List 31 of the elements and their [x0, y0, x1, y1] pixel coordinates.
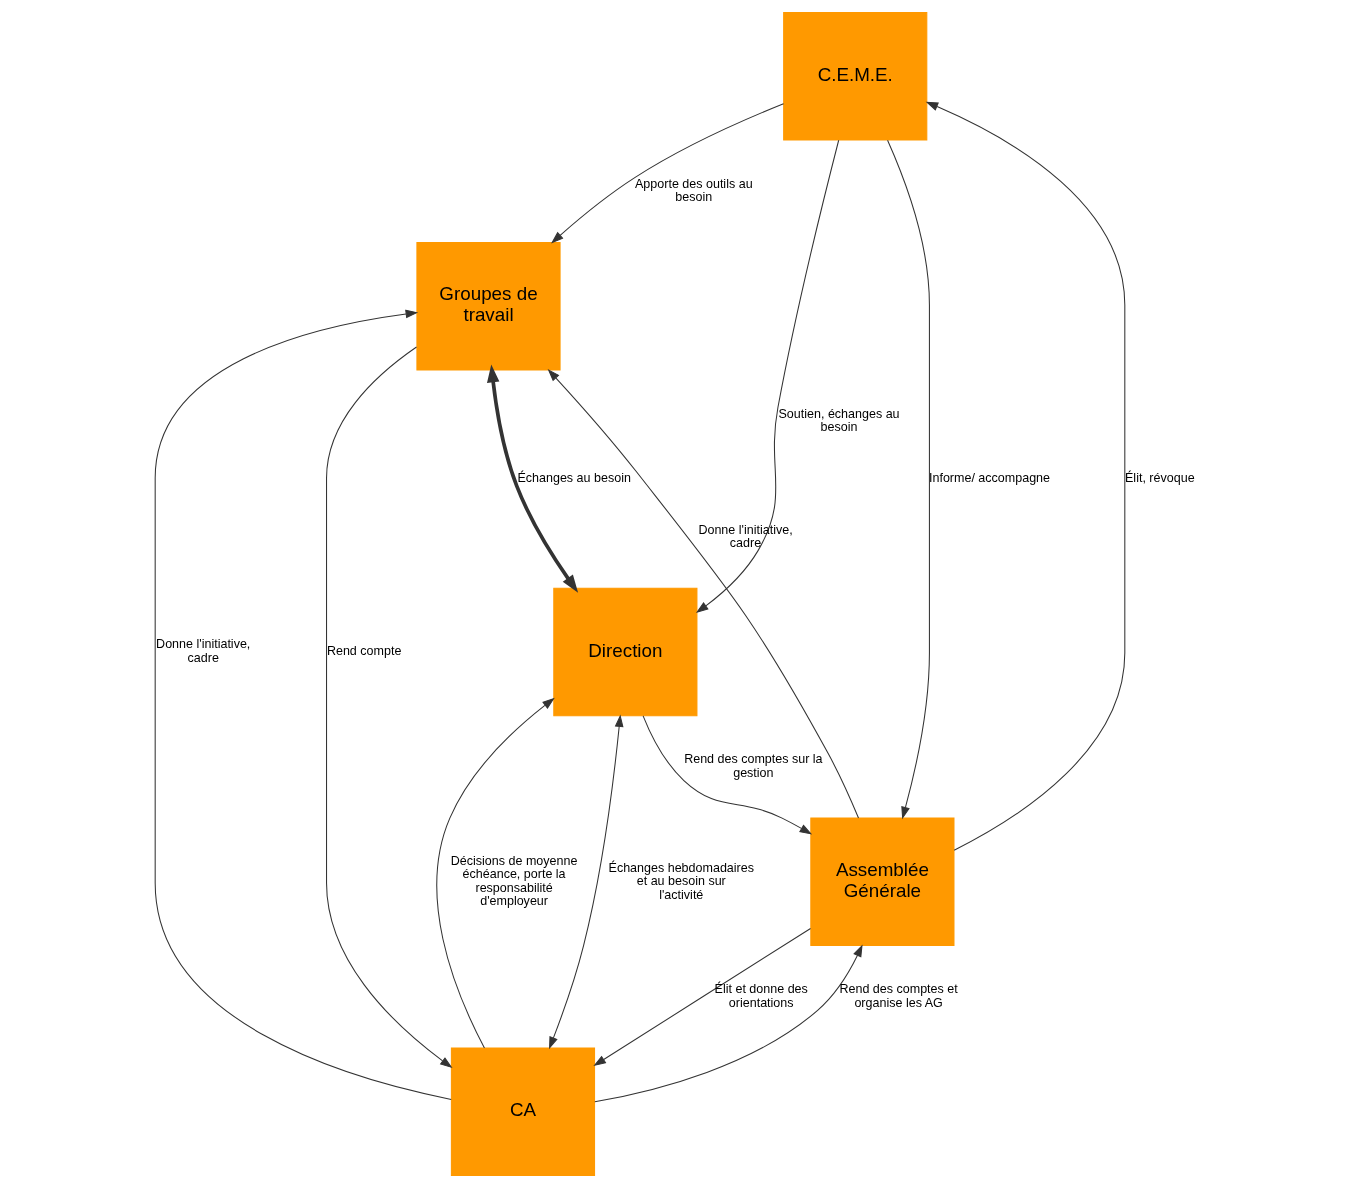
arrow	[326, 346, 453, 1069]
arrow	[549, 714, 624, 1050]
arrow	[547, 368, 860, 819]
edge-label: Décisions de moyenne échéance, porte la responsabilité d'employeur	[450, 853, 578, 909]
arrow	[594, 944, 863, 1103]
edge-label: Informe/ accompagne	[928, 471, 1051, 486]
node-box: CA	[450, 1047, 596, 1176]
edge-label: Échanges au besoin	[517, 471, 631, 486]
arrow	[642, 715, 813, 835]
edge-label: Échanges hebdomadaires et au besoin sur l'activité	[608, 860, 754, 902]
arrow	[593, 927, 812, 1067]
node-box: Direction	[553, 587, 698, 717]
edge-label: Soutien, échanges au besoin	[778, 406, 900, 435]
edge-label: Rend des comptes et organise les AG	[839, 982, 958, 1010]
arrow	[487, 364, 579, 593]
node-box: Groupes de travail	[416, 241, 561, 371]
edge-label: Élit et donne des orientations	[714, 982, 808, 1010]
edge-label: Apporte des outils au besoin	[635, 176, 753, 205]
arrow	[925, 101, 1126, 851]
node-box: Assemblée Générale	[810, 817, 955, 947]
edge-label: Rend des comptes sur la gestion	[684, 752, 823, 780]
arrow	[154, 309, 452, 1100]
arrow	[887, 139, 930, 820]
node-box: C.E.M.E.	[783, 12, 928, 141]
edge-label: Donne l'initiative, cadre	[698, 522, 793, 551]
edge-label: Rend compte	[326, 644, 402, 659]
arrow	[695, 139, 840, 614]
edge-label: Donne l'initiative, cadre	[156, 637, 251, 666]
edge-label: Élit, révoque	[1125, 471, 1195, 486]
arrow	[436, 697, 555, 1049]
arrow	[551, 103, 785, 244]
